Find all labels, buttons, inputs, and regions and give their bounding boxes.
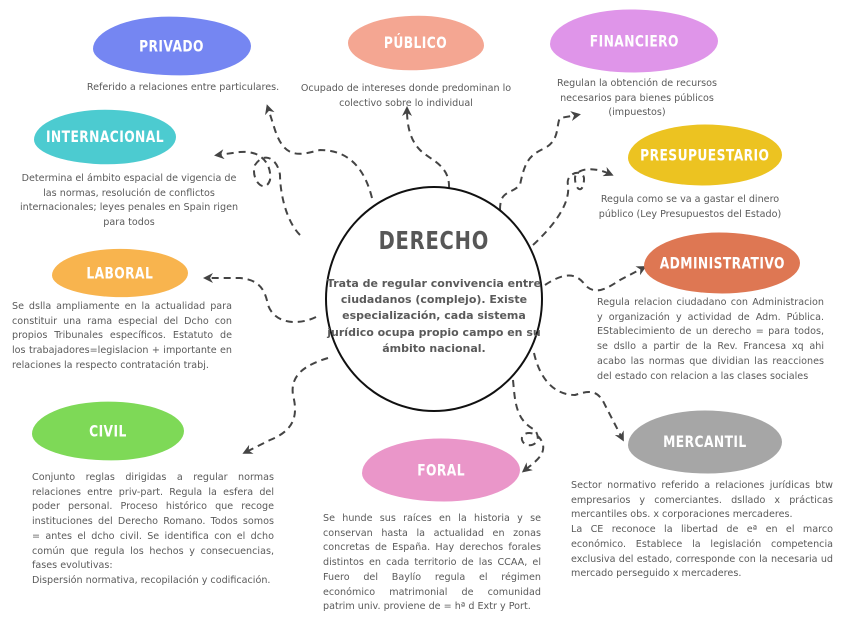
branch-publico-description: Ocupado de intereses donde predominan lo… bbox=[300, 83, 512, 109]
branch-civil-description-extra: Dispersión normativa, recopilación y cod… bbox=[32, 574, 271, 586]
branch-privado-description: Referido a relaciones entre particulares… bbox=[86, 82, 280, 93]
branch-laboral-description: Se dslla ampliamente en la actualidad pa… bbox=[12, 301, 232, 371]
arrow-to-laboral bbox=[203, 273, 317, 323]
arrow-to-foral bbox=[512, 379, 545, 473]
arrow-to-civil bbox=[242, 357, 329, 454]
branch-privado: PRIVADO bbox=[93, 16, 251, 76]
branch-privado-title: PRIVADO bbox=[139, 36, 205, 56]
arrow-to-internacional bbox=[214, 149, 301, 236]
branch-mercantil-description-extra: La CE reconoce la libertad de eª en el m… bbox=[571, 524, 833, 580]
arrow-to-mercantil bbox=[533, 352, 624, 442]
branch-mercantil-description-main: Sector normativo referido a relaciones j… bbox=[571, 480, 833, 521]
branch-foral: FORAL bbox=[362, 438, 520, 502]
arrow-to-publico bbox=[402, 106, 451, 189]
center-node bbox=[325, 186, 543, 412]
arrow-to-administrativo bbox=[544, 266, 647, 292]
branch-laboral-title: LABORAL bbox=[86, 263, 154, 283]
branch-internacional: INTERNACIONAL bbox=[34, 109, 176, 165]
branch-financiero: FINANCIERO bbox=[550, 9, 718, 73]
branch-mercantil-description: Sector normativo referido a relaciones j… bbox=[571, 479, 833, 582]
arrow-to-privado bbox=[265, 104, 373, 199]
branch-presupuestario-description: Regula como se va a gastar el dinero púb… bbox=[598, 194, 782, 220]
arrow-to-financiero bbox=[499, 111, 581, 211]
branch-civil-title: CIVIL bbox=[89, 421, 127, 441]
branch-administrativo-description: Regula relacion ciudadano con Administra… bbox=[597, 297, 824, 382]
branch-civil-description: Conjunto reglas dirigidas a regular norm… bbox=[32, 471, 274, 589]
branch-financiero-title: FINANCIERO bbox=[589, 31, 679, 51]
center-description: Trata de regular convivencia entre ciuda… bbox=[326, 277, 542, 355]
branch-mercantil-title: MERCANTIL bbox=[663, 432, 747, 452]
branch-publico: PÚBLICO bbox=[348, 15, 484, 71]
branch-publico-title: PÚBLICO bbox=[384, 33, 448, 53]
branch-foral-title: FORAL bbox=[417, 460, 465, 480]
branch-mercantil: MERCANTIL bbox=[628, 410, 782, 474]
branch-financiero-description: Regulan la obtención de recursos necesar… bbox=[556, 78, 718, 119]
center-title: DERECHO bbox=[378, 226, 490, 255]
branch-civil: CIVIL bbox=[32, 401, 184, 461]
branch-civil-description-main: Conjunto reglas dirigidas a regular norm… bbox=[32, 472, 274, 572]
branch-presupuestario-title: PRESUPUESTARIO bbox=[640, 145, 770, 165]
branch-internacional-description: Determina el ámbito espacial de vigencia… bbox=[19, 173, 239, 229]
branch-foral-description: Se hunde sus raíces en la historia y se … bbox=[323, 513, 541, 613]
branch-internacional-title: INTERNACIONAL bbox=[46, 127, 165, 147]
branch-laboral: LABORAL bbox=[52, 248, 188, 298]
branch-administrativo: ADMINISTRATIVO bbox=[644, 232, 800, 294]
branch-administrativo-title: ADMINISTRATIVO bbox=[659, 253, 785, 273]
branch-presupuestario: PRESUPUESTARIO bbox=[628, 124, 782, 186]
arrow-to-presupuestario bbox=[532, 166, 614, 246]
